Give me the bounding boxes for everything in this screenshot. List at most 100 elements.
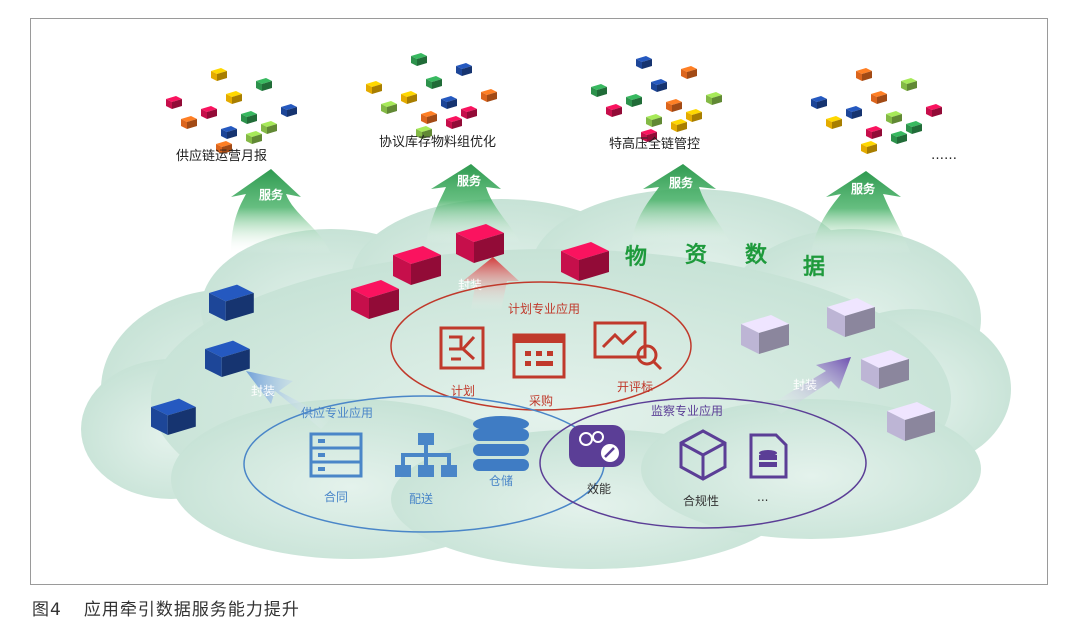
magenta-data-cube bbox=[351, 280, 399, 319]
storage-item-label: 仓储 bbox=[489, 473, 513, 488]
storage-icon bbox=[473, 416, 529, 471]
service-block bbox=[646, 114, 662, 127]
magenta-data-cube bbox=[561, 242, 609, 281]
service-block bbox=[461, 106, 477, 119]
supply-item-labels: 合同 配送 仓储 bbox=[324, 473, 513, 506]
service-block bbox=[181, 116, 197, 129]
service-block bbox=[241, 111, 257, 124]
service-block bbox=[256, 78, 272, 91]
figure-frame: 服务 服务 服务 服务 供应链运营月报 协议库存物料组优化 特高压全链管控 ……… bbox=[30, 18, 1048, 585]
efficiency-icon bbox=[569, 425, 625, 467]
service-block-cluster bbox=[366, 53, 497, 139]
service-block bbox=[421, 111, 437, 124]
service-block-cluster bbox=[591, 56, 722, 142]
service-block bbox=[671, 119, 687, 132]
bid-item-label: 开评标 bbox=[617, 380, 653, 394]
service-label-more: …… bbox=[931, 148, 957, 163]
service-block bbox=[456, 63, 472, 76]
plan-icon bbox=[439, 326, 485, 370]
service-block bbox=[416, 126, 432, 139]
service-block bbox=[906, 121, 922, 134]
magenta-data-cube bbox=[456, 224, 504, 263]
service-block bbox=[636, 56, 652, 69]
service-arrows bbox=[231, 164, 911, 254]
data-title-char: 据 bbox=[803, 255, 825, 280]
service-block bbox=[216, 141, 232, 154]
compliance-item-label: 合规性 bbox=[683, 493, 719, 508]
service-block bbox=[446, 116, 462, 129]
magenta-data-cube bbox=[393, 246, 441, 285]
figure-number: 图4 bbox=[32, 600, 62, 620]
plan-app-title: 计划专业应用 bbox=[508, 301, 580, 316]
service-block-cluster bbox=[811, 68, 942, 154]
service-block bbox=[686, 109, 702, 122]
purchase-icon bbox=[512, 333, 566, 379]
service-block bbox=[891, 131, 907, 144]
data-title: 物 资 数 据 bbox=[625, 242, 825, 280]
service-block bbox=[201, 106, 217, 119]
service-block bbox=[641, 129, 657, 142]
purchase-item-label: 采购 bbox=[529, 393, 553, 408]
service-label-monthly-report: 供应链运营月报 bbox=[176, 148, 267, 164]
service-arrow-label: 服务 bbox=[259, 187, 284, 202]
service-block-cluster bbox=[166, 68, 297, 154]
data-title-char: 资 bbox=[685, 243, 707, 268]
service-block bbox=[401, 91, 417, 104]
service-arrow-labels: 服务 服务 服务 服务 bbox=[259, 173, 876, 202]
service-block bbox=[606, 104, 622, 117]
plan-item-labels: 计划 采购 开评标 bbox=[451, 380, 653, 408]
plan-app-ellipse bbox=[390, 281, 692, 411]
service-block bbox=[886, 111, 902, 124]
contract-item-label: 合同 bbox=[324, 489, 348, 504]
service-block bbox=[221, 126, 237, 139]
supply-app-title: 供应专业应用 bbox=[301, 405, 373, 420]
data-title-char: 数 bbox=[745, 242, 768, 268]
document-db-icon bbox=[749, 433, 788, 479]
data-cubes bbox=[151, 224, 935, 441]
service-label-inventory-optimization: 协议库存物料组优化 bbox=[379, 134, 496, 150]
contract-icon bbox=[309, 432, 363, 478]
delivery-icon bbox=[395, 433, 457, 477]
service-block bbox=[861, 141, 877, 154]
service-block bbox=[666, 99, 682, 112]
blue-data-cube bbox=[209, 284, 254, 321]
service-block bbox=[246, 131, 262, 144]
service-block bbox=[211, 68, 227, 81]
service-block bbox=[681, 66, 697, 79]
lavender-data-cube bbox=[827, 298, 875, 337]
plan-item-label: 计划 bbox=[451, 384, 475, 398]
delivery-item-label: 配送 bbox=[409, 491, 433, 506]
service-block bbox=[626, 94, 642, 107]
lavender-data-cube bbox=[887, 402, 935, 441]
lavender-data-cube bbox=[741, 315, 789, 354]
service-block bbox=[366, 81, 382, 94]
service-block bbox=[441, 96, 457, 109]
service-block bbox=[856, 68, 872, 81]
service-label-uhv-control: 特高压全链管控 bbox=[609, 136, 700, 152]
supervise-item-labels: 效能 合规性 ... bbox=[587, 481, 768, 508]
service-block bbox=[706, 92, 722, 105]
service-block bbox=[926, 104, 942, 117]
service-block bbox=[866, 126, 882, 139]
supervise-app-ellipse bbox=[539, 397, 867, 529]
service-block bbox=[226, 91, 242, 104]
service-block bbox=[481, 89, 497, 102]
service-block bbox=[811, 96, 827, 109]
service-block bbox=[826, 116, 842, 129]
service-block bbox=[651, 79, 667, 92]
supervise-app-title: 监察专业应用 bbox=[651, 403, 723, 418]
service-block bbox=[591, 84, 607, 97]
encapsulate-label: 封装 bbox=[251, 384, 275, 398]
service-arrow-label: 服务 bbox=[669, 175, 694, 190]
service-block bbox=[381, 101, 397, 114]
service-arrow-label: 服务 bbox=[457, 173, 482, 188]
encapsulate-label: 封装 bbox=[793, 378, 817, 392]
data-title-char: 物 bbox=[625, 244, 647, 270]
service-labels: 供应链运营月报 协议库存物料组优化 特高压全链管控 …… bbox=[176, 134, 957, 164]
more-item-label: ... bbox=[757, 490, 768, 504]
efficiency-item-label: 效能 bbox=[587, 481, 611, 496]
service-block bbox=[846, 106, 862, 119]
blue-data-cube bbox=[205, 340, 250, 377]
service-block bbox=[261, 121, 277, 134]
